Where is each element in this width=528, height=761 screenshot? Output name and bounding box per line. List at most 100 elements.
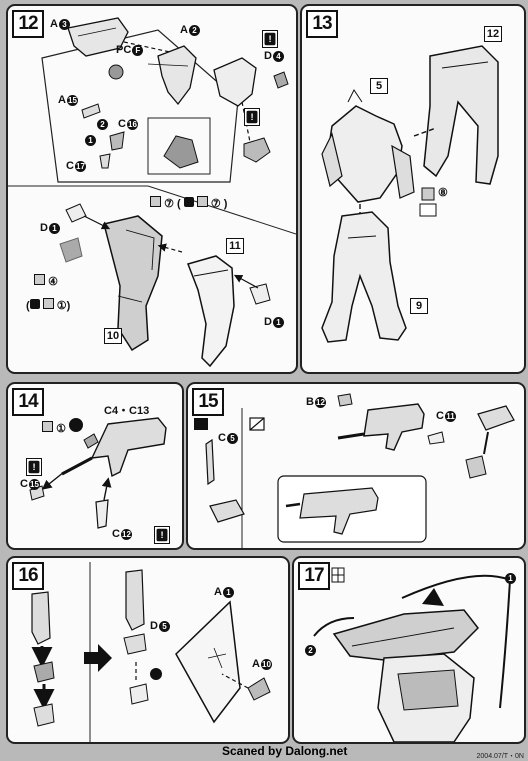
part-backpack-12 xyxy=(423,45,499,185)
step-number: 12 xyxy=(12,10,44,38)
seal-tile xyxy=(421,187,435,201)
part-wedge xyxy=(59,237,83,263)
next-arrow xyxy=(84,644,112,672)
part-right-assembly xyxy=(213,57,257,107)
print-code: 2004.07/T・0N xyxy=(476,753,524,760)
step-12-panel: 12 xyxy=(6,4,298,374)
swap-icon xyxy=(29,299,40,309)
inset-rifle xyxy=(299,487,379,535)
order-step-1: 1 xyxy=(504,572,516,584)
seal-icon xyxy=(196,196,208,207)
step-14-diagram xyxy=(29,417,167,529)
caution-icon xyxy=(26,458,42,476)
seal-icon xyxy=(42,298,54,309)
step-number: 14 xyxy=(12,388,44,416)
part-a10 xyxy=(247,677,271,701)
rotation-arc-2 xyxy=(313,617,355,637)
step-number: 16 xyxy=(12,562,44,590)
step-13-panel: 13 12 5 9 ⑧ xyxy=(300,4,526,374)
part-lower-body-9 xyxy=(321,211,407,343)
part-saber-handle xyxy=(209,499,245,523)
part-c5-blade xyxy=(205,438,215,486)
part-b12 xyxy=(337,393,353,407)
part-d5-hand xyxy=(123,633,147,655)
order-step-1: 1 xyxy=(84,134,96,146)
part-hand-left-done xyxy=(33,703,55,727)
ref-part-5: 5 xyxy=(370,78,388,94)
step-15-diagram xyxy=(194,393,515,548)
caution-icon xyxy=(262,30,278,48)
part-c4-bits xyxy=(83,433,99,449)
part-c16 xyxy=(109,131,125,151)
part-c11 xyxy=(427,431,445,445)
paint-icon xyxy=(69,418,83,432)
part-hand xyxy=(477,405,515,431)
seal-icon xyxy=(150,196,161,207)
part-a2 xyxy=(157,45,197,106)
part-hand-left xyxy=(33,661,55,683)
part-lower-bracket xyxy=(243,137,271,163)
step-number: 17 xyxy=(298,562,330,590)
caution-icon xyxy=(244,108,260,126)
part-hand-right xyxy=(129,683,149,705)
part-c12-grip xyxy=(95,499,109,529)
sub-inset xyxy=(147,117,211,175)
seal-callout-top: ⑦ ( ⑦ ) xyxy=(150,196,227,210)
swap-icon xyxy=(194,418,208,430)
part-backpack-rotated xyxy=(332,609,479,661)
part-shield-a1 xyxy=(175,600,241,724)
seal-label: ⑧ xyxy=(438,187,448,199)
step-12-diagram xyxy=(8,17,296,368)
ref-part-11: 11 xyxy=(226,238,244,254)
order-step-2: 2 xyxy=(304,644,316,656)
part-d4 xyxy=(273,71,289,89)
part-rifle-15 xyxy=(363,403,425,451)
ref-part-10: 10 xyxy=(104,328,122,344)
part-d1-left xyxy=(65,203,87,223)
part-arm-left xyxy=(31,591,51,645)
step-number: 15 xyxy=(192,388,224,416)
part-c17 xyxy=(99,153,111,169)
paint-icon xyxy=(150,668,162,680)
part-a15 xyxy=(81,103,101,119)
label-c4-c13: C4・C13 xyxy=(104,405,150,417)
part-a3 xyxy=(67,17,129,57)
part-leg-10 xyxy=(103,215,163,352)
seal-callout-left-alt: ( ①) xyxy=(26,298,71,312)
seal-tile xyxy=(419,203,437,217)
inset-box xyxy=(41,29,239,183)
part-arm-right xyxy=(125,569,145,631)
sub-inset-part xyxy=(163,135,199,169)
part-upper-body-5 xyxy=(325,105,403,203)
part-d1-right xyxy=(249,283,271,305)
step-17-panel: 17 1 2 xyxy=(292,556,526,744)
part-rifle-body xyxy=(90,417,167,478)
step-17-diagram xyxy=(313,567,512,742)
part-pcf xyxy=(108,64,124,80)
part-leg-11 xyxy=(187,255,235,368)
step-16-diagram xyxy=(31,562,271,742)
step-number: 13 xyxy=(306,10,338,38)
step-13-diagram xyxy=(321,45,499,343)
seal-callout: ① xyxy=(42,418,83,435)
caution-icon xyxy=(154,526,170,544)
turn-arrow xyxy=(422,588,444,606)
ref-part-9: 9 xyxy=(410,298,428,314)
step-14-panel: 14 ① C4・C13 C15 C12 xyxy=(6,382,184,550)
